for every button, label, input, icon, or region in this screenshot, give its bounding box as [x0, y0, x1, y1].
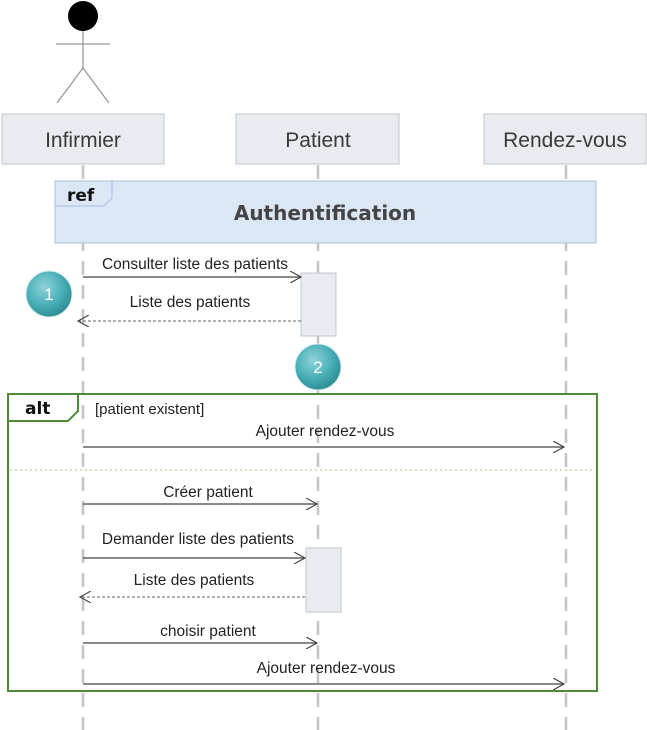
step-marker-1: 1 — [25, 270, 73, 318]
activation-bar-patient-2 — [305, 547, 342, 613]
message-liste-2[interactable]: Liste des patients — [80, 572, 305, 597]
message-ajouter-2-label: Ajouter rendez-vous — [257, 660, 396, 677]
message-choisir-label: choisir patient — [160, 623, 256, 640]
lifeline-patient-label: Patient — [285, 129, 351, 152]
message-demander-label: Demander liste des patients — [102, 531, 294, 548]
message-ajouter-2[interactable]: Ajouter rendez-vous — [83, 660, 564, 684]
activation-bar-patient-1 — [300, 272, 337, 337]
message-demander[interactable]: Demander liste des patients — [83, 531, 305, 558]
alt-frame-box — [7, 393, 598, 692]
message-ajouter-1[interactable]: Ajouter rendez-vous — [83, 423, 564, 447]
lifeline-patient[interactable]: Patient — [235, 113, 400, 165]
message-consulter[interactable]: Consulter liste des patients — [83, 256, 301, 277]
lifeline-rendezvous-label: Rendez-vous — [503, 129, 627, 152]
ref-frame-title: Authentification — [234, 201, 416, 225]
message-liste-2-label: Liste des patients — [134, 572, 255, 589]
actor-head — [68, 1, 98, 31]
lifeline-infirmier[interactable]: Infirmier — [1, 113, 165, 165]
message-choisir[interactable]: choisir patient — [83, 623, 317, 643]
step-marker-1-label: 1 — [44, 285, 53, 304]
step-marker-2-label: 2 — [313, 358, 322, 377]
actor-figure — [56, 1, 110, 104]
message-liste-1-label: Liste des patients — [130, 294, 251, 311]
ref-frame-box — [54, 180, 597, 244]
message-creer[interactable]: Créer patient — [83, 484, 317, 504]
message-ajouter-1-label: Ajouter rendez-vous — [256, 423, 395, 440]
ref-frame-tag-border — [55, 181, 113, 207]
message-creer-label: Créer patient — [163, 484, 253, 501]
alt-frame-guard: [patient existent] — [95, 401, 204, 418]
message-liste-1[interactable]: Liste des patients — [78, 294, 301, 321]
alt-frame[interactable]: alt [patient existent] — [7, 393, 598, 692]
ref-frame-tag: ref — [67, 186, 95, 206]
actor-right-leg — [82, 67, 110, 104]
lifeline-rendezvous[interactable]: Rendez-vous — [483, 113, 647, 165]
message-consulter-label: Consulter liste des patients — [102, 256, 288, 273]
lifeline-infirmier-label: Infirmier — [45, 129, 121, 152]
actor-left-leg — [56, 67, 84, 104]
step-marker-2: 2 — [294, 343, 342, 391]
alt-frame-tag-border — [8, 394, 79, 422]
alt-frame-tag: alt — [25, 399, 50, 419]
ref-frame[interactable]: ref Authentification — [54, 180, 597, 244]
